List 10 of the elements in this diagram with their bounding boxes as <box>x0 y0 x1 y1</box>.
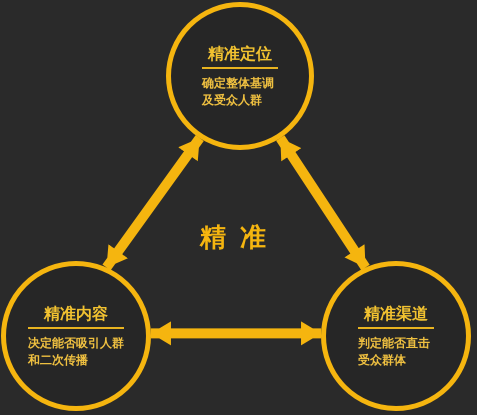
description-text: 确定整体基调及受众人群 <box>202 75 274 108</box>
description-text: 决定能否吸引人群和二次传播 <box>28 335 124 368</box>
double-arrow <box>276 135 370 270</box>
description-text: 判定能否直击受众群体 <box>358 335 430 368</box>
double-arrow <box>102 135 204 270</box>
circle-title: 精准内容 <box>42 304 109 324</box>
double-arrow <box>150 321 322 346</box>
circle-title: 精准渠道 <box>362 304 429 324</box>
circle-title: 精准定位 <box>206 44 273 64</box>
center-label: 精准 <box>200 222 280 255</box>
